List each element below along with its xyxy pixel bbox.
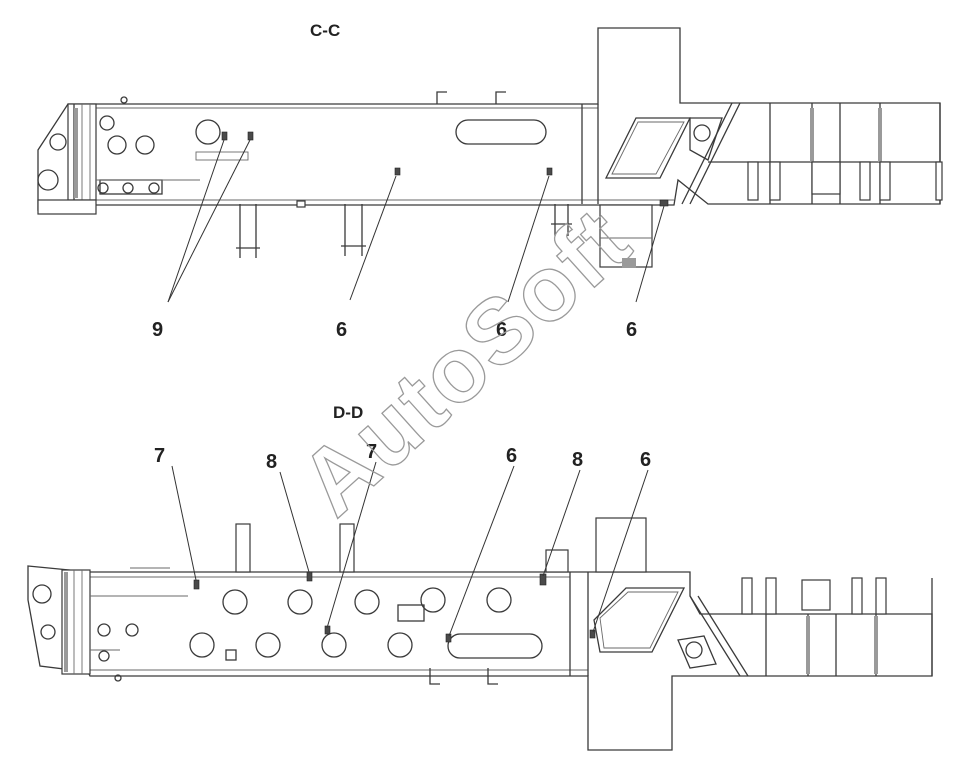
section-view-c-c: C-C	[37, 21, 943, 341]
beam-outline-c-c	[37, 27, 941, 211]
callout-c-c-4: 6	[626, 319, 637, 341]
section-view-d-d: D-D	[27, 403, 933, 751]
callout-c-c-3: 6	[496, 319, 507, 341]
callout-d-d-2: 8	[266, 451, 277, 473]
callout-d-d-4: 6	[506, 445, 517, 467]
callout-c-c-1: 9	[152, 319, 163, 341]
callout-d-d-5: 8	[572, 449, 583, 471]
callout-d-d-3: 7	[366, 441, 377, 463]
callout-d-d-6: 6	[640, 449, 651, 471]
watermark-text: AutoSoft	[281, 189, 650, 535]
view-title-d-d: D-D	[333, 403, 363, 422]
callout-c-c-2: 6	[336, 319, 347, 341]
view-title-c-c: C-C	[310, 21, 340, 40]
callout-d-d-1: 7	[154, 445, 165, 467]
